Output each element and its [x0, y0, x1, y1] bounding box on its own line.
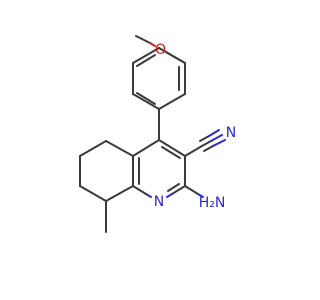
nitrile-nitrogen-label: N [226, 125, 236, 141]
amino-group-label: H₂N [199, 195, 226, 211]
methoxy-methyl-bond [135, 35, 151, 44]
cyclohexane-ring [79, 140, 134, 202]
structure-diagram: O N N H₂N [79, 35, 236, 233]
ring-nitrogen-label: N [154, 194, 164, 210]
molecule-drawing: O N N H₂N [79, 35, 236, 233]
pyridine-ring [132, 139, 186, 198]
nitrile-group [184, 129, 226, 157]
methoxy-oxygen-label: O [155, 42, 166, 58]
methoxyphenyl-ring [132, 47, 186, 110]
amino-bond [184, 185, 199, 195]
